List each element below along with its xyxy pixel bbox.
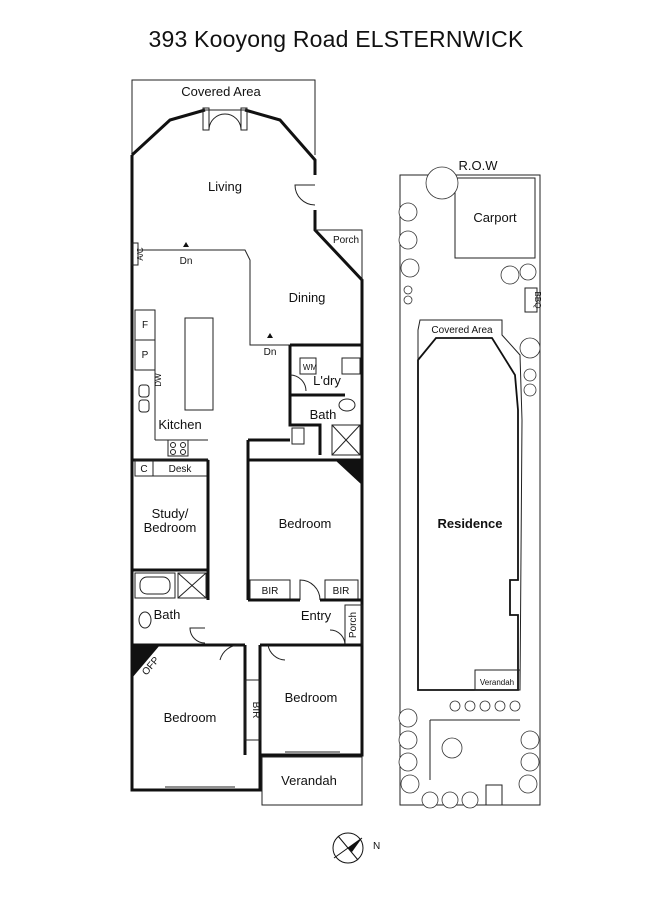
bedroom-2-label: Bedroom xyxy=(285,690,338,705)
bir-3-label: BIR xyxy=(250,702,261,719)
page-title: 393 Kooyong Road ELSTERNWICK xyxy=(148,26,524,52)
porch-top-label: Porch xyxy=(333,235,359,246)
carport-label: Carport xyxy=(473,210,517,225)
compass-icon xyxy=(332,832,364,864)
desk-label: Desk xyxy=(169,464,193,475)
site-verandah-label: Verandah xyxy=(480,678,514,687)
main-floor-plan xyxy=(130,79,364,806)
bath-1-label: Bath xyxy=(310,407,337,422)
residence-label: Residence xyxy=(437,516,502,531)
bir-1-label: BIR xyxy=(262,586,279,597)
north-label: N xyxy=(373,841,380,852)
dn-label-2: Dn xyxy=(264,347,277,358)
site-covered-area-label: Covered Area xyxy=(431,325,493,336)
wm-label: WM xyxy=(303,363,318,372)
dining-label: Dining xyxy=(289,290,326,305)
living-label: Living xyxy=(208,179,242,194)
cupboard-label: C xyxy=(140,464,147,475)
pantry-label: P xyxy=(142,350,149,361)
bath-2-label: Bath xyxy=(154,607,181,622)
kitchen-label: Kitchen xyxy=(158,417,201,432)
covered-area-label: Covered Area xyxy=(181,84,261,99)
ac-label: A/C xyxy=(136,247,145,261)
study-label: Study/ xyxy=(152,506,189,521)
dishwasher-label: DW xyxy=(154,373,163,387)
entry-label: Entry xyxy=(301,608,332,623)
bedroom-3-label: Bedroom xyxy=(164,710,217,725)
verandah-label: Verandah xyxy=(281,773,337,788)
dn-label-1: Dn xyxy=(180,256,193,267)
bbq-label: BBQ xyxy=(533,292,542,309)
row-label: R.O.W xyxy=(459,158,499,173)
laundry-label: L'dry xyxy=(313,373,341,388)
fridge-label: F xyxy=(142,320,148,331)
porch-entry-label: Porch xyxy=(348,612,359,638)
bedroom-1-label: Bedroom xyxy=(279,516,332,531)
bir-2-label: BIR xyxy=(333,586,350,597)
site-plan xyxy=(398,166,541,809)
study-label-2: Bedroom xyxy=(144,520,197,535)
